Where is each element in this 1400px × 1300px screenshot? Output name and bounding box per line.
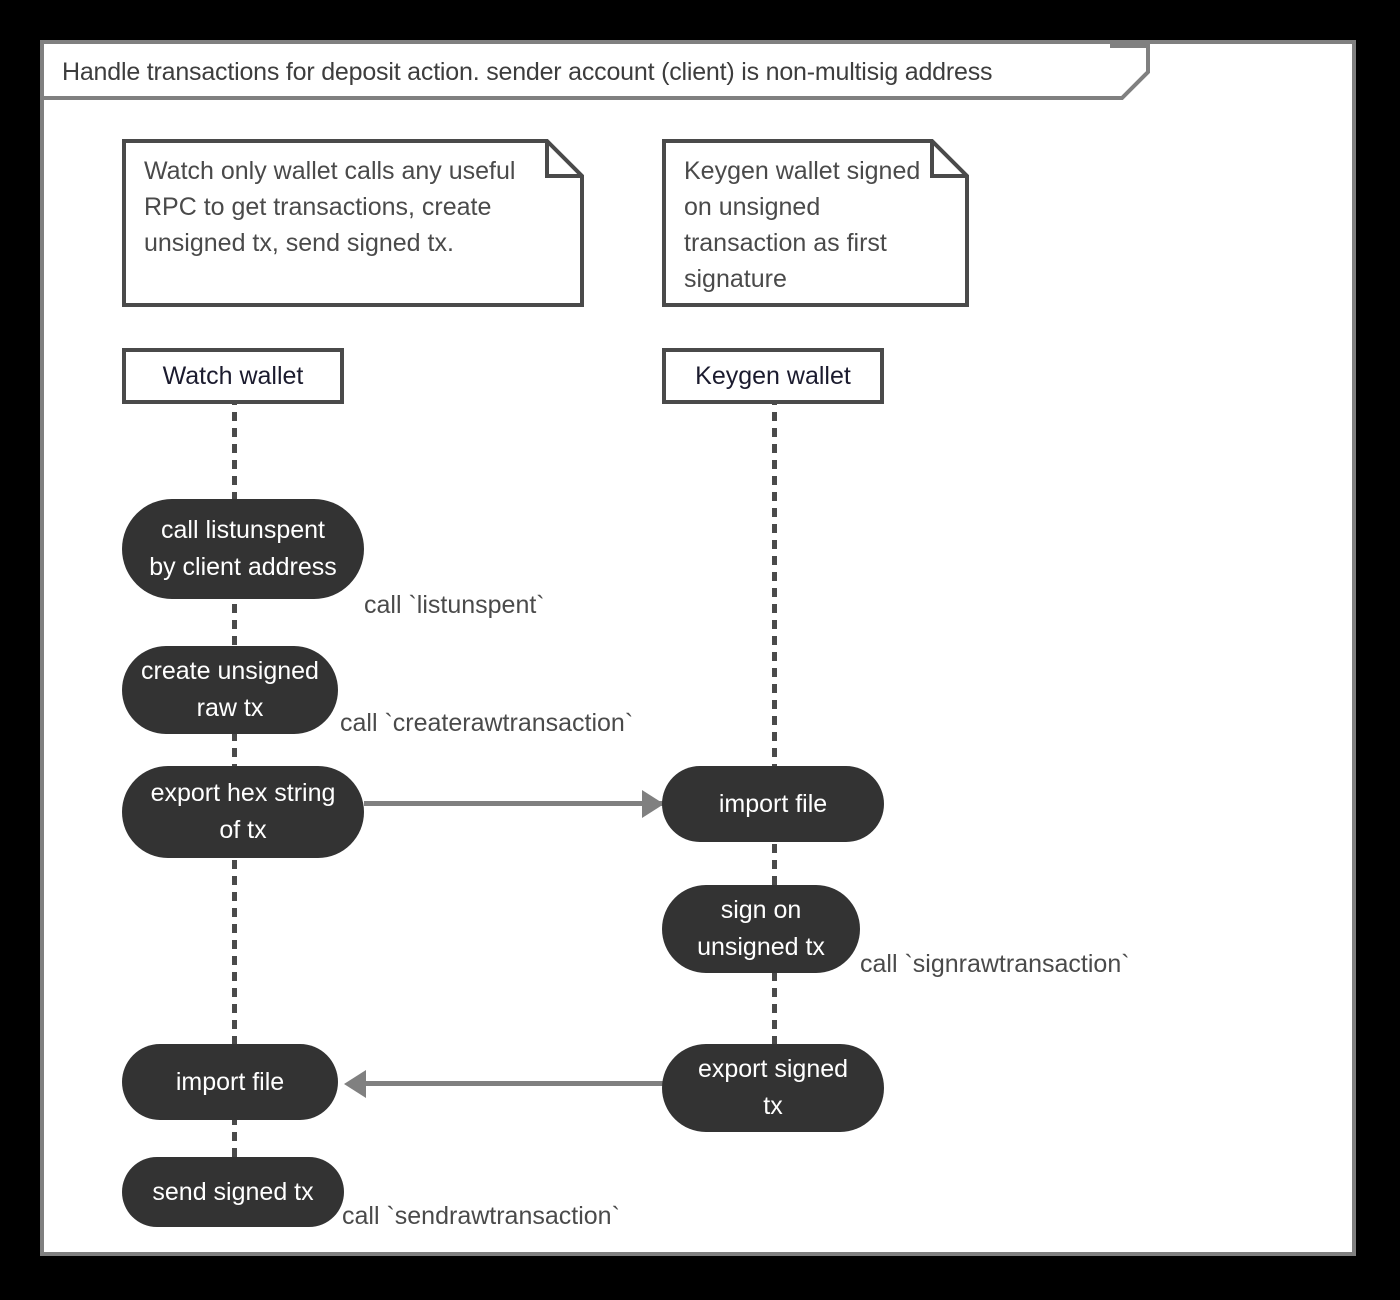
action-call-listunspent-label: call listunspent by client address xyxy=(149,516,337,581)
note-shape xyxy=(122,139,584,307)
message-line-export-to-import xyxy=(364,801,664,806)
action-call-listunspent[interactable]: call listunspent by client address xyxy=(122,499,364,599)
message-label-signrawtransaction: call `signrawtransaction` xyxy=(860,950,1130,978)
action-create-unsigned-raw-tx-label: create unsigned raw tx xyxy=(141,657,319,722)
action-export-hex-string-label: export hex string of tx xyxy=(150,779,336,844)
lifeline-head-watch-wallet[interactable]: Watch wallet xyxy=(122,348,344,404)
diagram-title-banner xyxy=(44,44,1114,100)
action-sign-on-unsigned-tx[interactable]: sign on unsigned tx xyxy=(662,885,860,973)
lifeline-keygen-wallet-line xyxy=(772,396,777,1116)
message-line-signed-back xyxy=(364,1081,664,1086)
message-label-createrawtransaction: call `createrawtransaction` xyxy=(340,709,634,737)
lifeline-head-keygen-wallet[interactable]: Keygen wallet xyxy=(662,348,884,404)
title-banner-corner xyxy=(1110,44,1150,100)
message-arrowhead-export-to-import xyxy=(642,790,664,818)
action-import-file-keygen[interactable]: import file xyxy=(662,766,884,842)
action-export-signed-tx[interactable]: export signed tx xyxy=(662,1044,884,1132)
message-label-sendrawtransaction: call `sendrawtransaction` xyxy=(342,1202,620,1230)
message-arrowhead-signed-back xyxy=(344,1070,366,1098)
action-sign-on-unsigned-tx-label: sign on unsigned tx xyxy=(697,896,825,961)
sequence-diagram-frame: Handle transactions for deposit action. … xyxy=(40,40,1356,1256)
diagram-title: Handle transactions for deposit action. … xyxy=(62,58,993,86)
note-watch-wallet-text: Watch only wallet calls any useful RPC t… xyxy=(144,157,516,257)
action-send-signed-tx-label: send signed tx xyxy=(152,1177,314,1206)
action-export-signed-tx-label: export signed tx xyxy=(697,1055,849,1120)
action-import-file-watch-label: import file xyxy=(175,1067,285,1096)
lifeline-head-keygen-wallet-label: Keygen wallet xyxy=(695,361,851,390)
note-watch-wallet: Watch only wallet calls any useful RPC t… xyxy=(122,139,584,307)
note-shape xyxy=(662,139,969,307)
action-import-file-keygen-label: import file xyxy=(718,789,828,818)
action-import-file-watch[interactable]: import file xyxy=(122,1044,338,1120)
note-keygen-wallet: Keygen wallet signed on unsigned transac… xyxy=(662,139,969,307)
action-create-unsigned-raw-tx[interactable]: create unsigned raw tx xyxy=(122,646,338,734)
note-keygen-wallet-text: Keygen wallet signed on unsigned transac… xyxy=(684,157,921,293)
action-send-signed-tx[interactable]: send signed tx xyxy=(122,1157,344,1227)
lifeline-head-watch-wallet-label: Watch wallet xyxy=(162,361,304,390)
message-label-listunspent: call `listunspent` xyxy=(364,591,545,619)
action-export-hex-string[interactable]: export hex string of tx xyxy=(122,766,364,858)
